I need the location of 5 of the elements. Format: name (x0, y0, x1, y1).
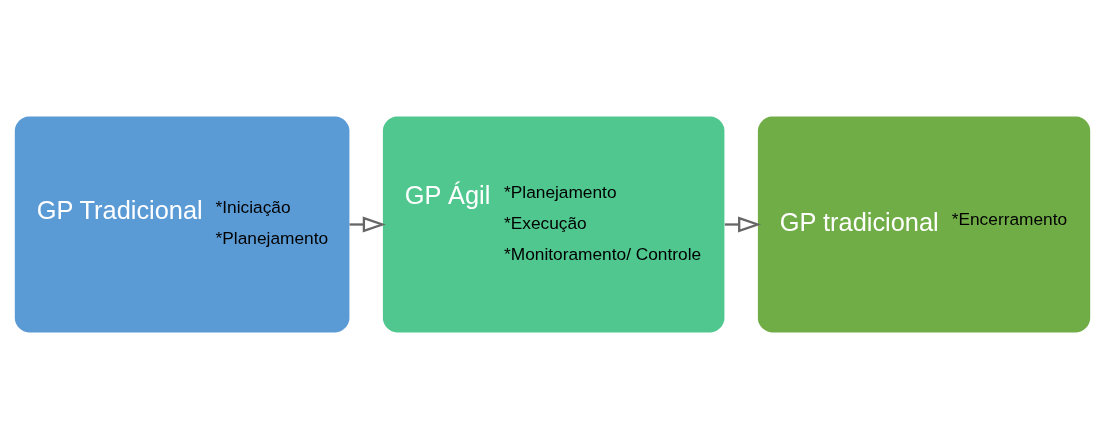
node-box: GP Tradicional *Iniciação *Planejamento (14, 116, 350, 332)
arrow (349, 215, 386, 233)
node-box: GP tradicional *Encerramento (757, 116, 1091, 332)
arrow (724, 215, 762, 233)
node-box: GP Ágil *Planejamento *Execução *Monitoramento/ Controle (382, 116, 725, 332)
